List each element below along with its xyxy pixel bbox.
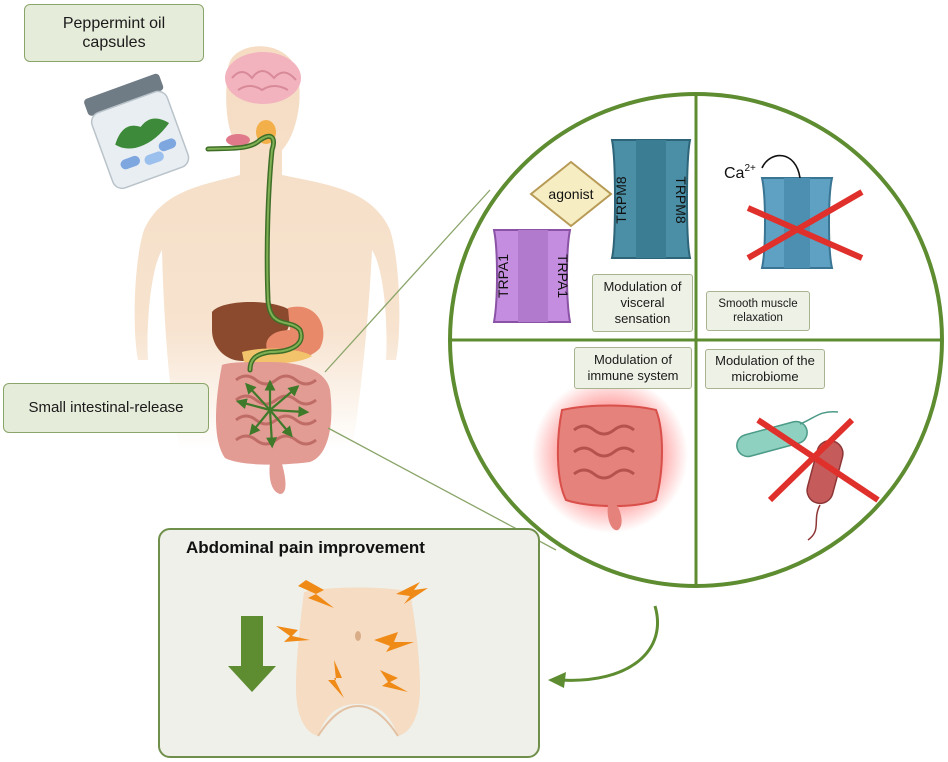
stomach-icon <box>266 306 324 360</box>
mouth-icon <box>226 134 250 146</box>
release-arrows <box>235 379 310 449</box>
trpa1-label-left: TRPA1 <box>495 254 511 298</box>
inflamed-intestine-icon <box>532 377 688 533</box>
agonist-label: agonist <box>548 186 593 202</box>
abdominal-illustration <box>228 580 428 737</box>
trpm8-label-right: TRPM8 <box>673 176 689 224</box>
immune-system-label: Modulation of immune system <box>574 347 692 389</box>
calcium-channel-icon: Ca2+ <box>724 154 864 269</box>
visceral-sensation-label: Modulation of visceral sensation <box>592 274 693 332</box>
trpa1-channel-icon: TRPA1 TRPA1 <box>492 229 572 323</box>
trpm8-label-left: TRPM8 <box>613 176 629 224</box>
mechanism-circle <box>448 92 944 588</box>
agonist-diamond: agonist <box>529 160 613 228</box>
lightning-bolt-icon <box>276 580 428 698</box>
inhibit-cross-line <box>756 417 880 503</box>
capsule-bottle-icon <box>84 73 190 190</box>
down-arrow-icon <box>228 616 276 692</box>
small-intestinal-release-label: Small intestinal-release <box>3 383 209 433</box>
brain-icon <box>225 52 301 104</box>
trpa1-label-right: TRPA1 <box>555 254 571 298</box>
result-arrow <box>559 605 659 682</box>
abdominal-pain-title: Abdominal pain improvement <box>186 538 425 557</box>
inhibit-cross-line <box>767 417 855 503</box>
abdomen-icon <box>296 587 420 737</box>
result-arrow-head <box>548 672 566 688</box>
smooth-muscle-label: Smooth muscle relaxation <box>706 291 810 331</box>
calcium-label: Ca2+ <box>724 163 756 182</box>
peppermint-oil-label: Peppermint oil capsules <box>24 4 204 62</box>
trpm8-channel-icon: TRPM8 TRPM8 <box>610 139 692 259</box>
zoom-line-top <box>324 189 491 373</box>
microbiome-label: Modulation of the microbiome <box>705 349 825 389</box>
bacteria-icon <box>736 410 880 541</box>
inhibit-cross-line <box>746 189 864 261</box>
inhibit-cross-line <box>746 205 864 261</box>
